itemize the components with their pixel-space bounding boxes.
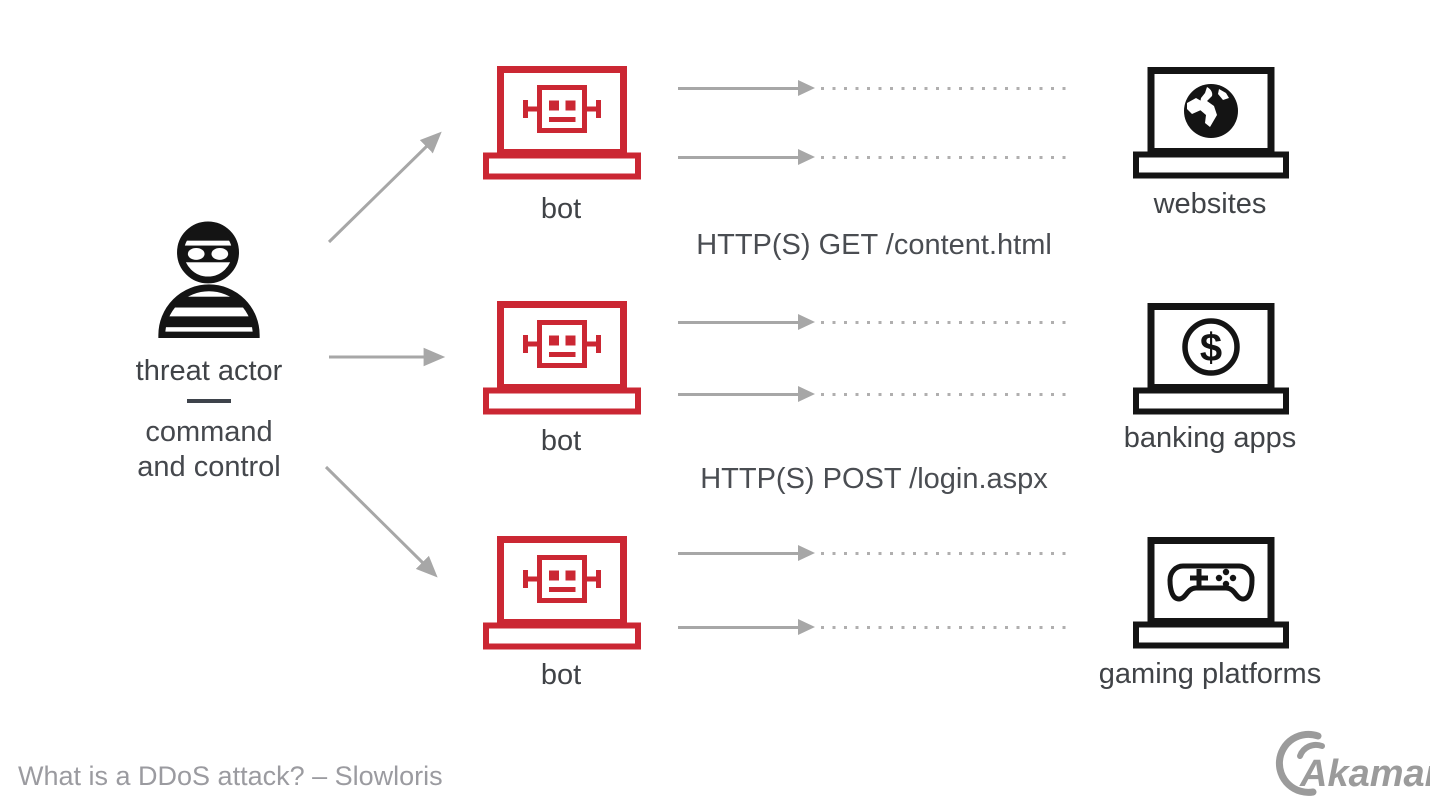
robot-laptop-icon — [483, 536, 641, 650]
banking-apps-label: banking apps — [1123, 422, 1297, 454]
akamai-swoosh-outer — [1275, 730, 1322, 796]
request-arrow — [678, 80, 815, 96]
slow-request-dots — [821, 86, 1071, 90]
slow-request-dots — [821, 551, 1071, 555]
robot-laptop-icon — [483, 66, 641, 180]
actor-divider-dash — [187, 399, 231, 403]
masked-person-icon — [158, 221, 260, 338]
robot-laptop-icon — [483, 301, 641, 415]
dollar-laptop-icon: $ — [1133, 303, 1289, 415]
command-line: command — [145, 416, 273, 448]
akamai-swoosh-inner — [1297, 741, 1325, 759]
http-get-message: HTTP(S) GET /content.html — [696, 229, 1052, 261]
akamai-logo: Akamai — [1275, 730, 1430, 796]
request-arrow — [678, 149, 815, 165]
slow-request-dots — [821, 625, 1071, 629]
request-arrow — [678, 386, 815, 402]
arrow-actor-to-bot1 — [327, 131, 442, 244]
bot1-label: bot — [540, 193, 582, 225]
and-control-line: and control — [137, 451, 281, 483]
websites-label: websites — [1153, 188, 1267, 220]
slow-request-dots — [821, 320, 1071, 324]
gamepad-laptop-icon — [1133, 537, 1289, 649]
diagram-caption: What is a DDoS attack? – Slowloris — [18, 761, 443, 791]
akamai-wordmark: Akamai — [1299, 753, 1430, 795]
request-arrow — [678, 314, 815, 330]
request-arrow — [678, 545, 815, 561]
http-post-message: HTTP(S) POST /login.aspx — [700, 463, 1048, 495]
gaming-platforms-label: gaming platforms — [1098, 658, 1322, 690]
arrow-actor-to-bot3 — [324, 465, 438, 578]
bot3-label: bot — [540, 659, 582, 691]
command-and-control-label: command and control — [84, 415, 334, 485]
bot2-label: bot — [540, 425, 582, 457]
slow-request-dots — [821, 392, 1071, 396]
threat-actor-label: threat actor — [135, 355, 283, 387]
slow-request-dots — [821, 155, 1071, 159]
globe-laptop-icon — [1133, 67, 1289, 179]
request-arrow — [678, 619, 815, 635]
dollar-glyph: $ — [1200, 326, 1222, 370]
